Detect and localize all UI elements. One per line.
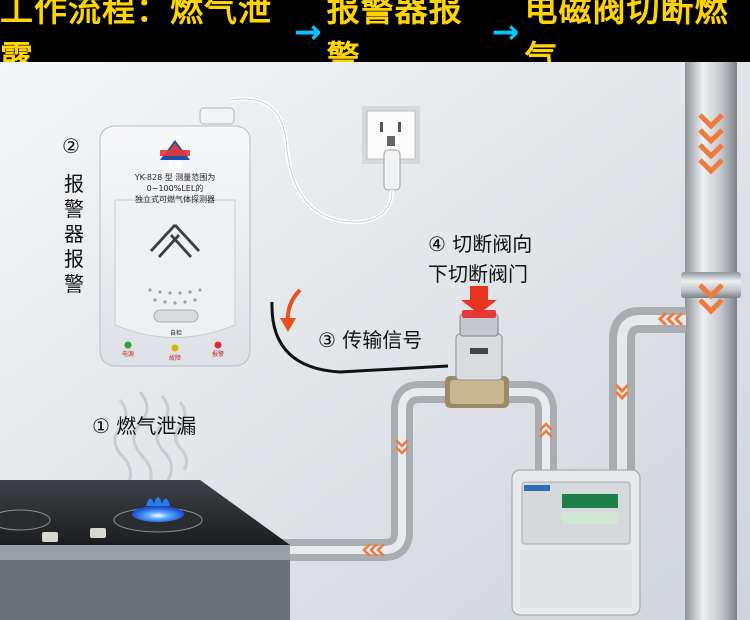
title-banner: 工作流程：燃气泄露 → 报警器报警 → 电磁阀切断燃气 [0, 0, 750, 77]
riser-pipe [685, 62, 737, 620]
step-4-label-line1: ④ 切断阀向 [428, 232, 533, 256]
step-2-char: 器 [64, 222, 84, 246]
detector-led-power: 电源 [121, 351, 134, 358]
title-arrow-2: → [491, 11, 521, 51]
detector-range: 0~100%LEL的 [146, 184, 204, 193]
riser-collar [681, 272, 741, 298]
valve-arrow-icon [461, 286, 497, 314]
step-2-char: 警 [64, 197, 84, 221]
gas-smoke [113, 391, 189, 489]
detector-brand: 永康 [167, 160, 183, 169]
step-2-char: 警 [64, 272, 84, 296]
process-scene: 永康 YK-828 型 测量范围为 0~100%LEL的 独立式可燃气体探测器 … [0, 62, 750, 620]
riser-flow-marks [698, 113, 724, 315]
step-2-char: 报 [64, 172, 84, 196]
step-2-text: 报 警 器 报 警 [62, 172, 86, 297]
detector-model: YK-828 型 测量范围为 [134, 173, 216, 182]
step-4-label-line2: 下切断阀门 [428, 262, 528, 286]
title-arrow-1: → [294, 11, 323, 51]
detector-description: 独立式可燃气体探测器 [135, 195, 215, 204]
detector-led-fault: 故障 [168, 355, 181, 362]
detector-led-alarm: 报警 [211, 351, 224, 358]
detector-test-button: 自检 [169, 330, 182, 337]
signal-cable [270, 301, 449, 374]
cable-plug [199, 107, 235, 125]
title-step-valve: 电磁阀切断燃气 [524, 0, 729, 77]
step-2-char: 报 [64, 247, 84, 271]
scene-illustration [0, 62, 750, 620]
title-prefix: 工作流程：燃气泄露 [0, 0, 272, 77]
step-2-number: ② [62, 134, 80, 158]
gas-meter [511, 469, 641, 616]
gas-detector [99, 125, 251, 367]
solenoid-valve [445, 310, 509, 408]
stove-burner [113, 497, 203, 533]
step-3-label: ③ 传输信号 [318, 328, 423, 352]
step-1-label: ① 燃气泄漏 [92, 414, 197, 438]
